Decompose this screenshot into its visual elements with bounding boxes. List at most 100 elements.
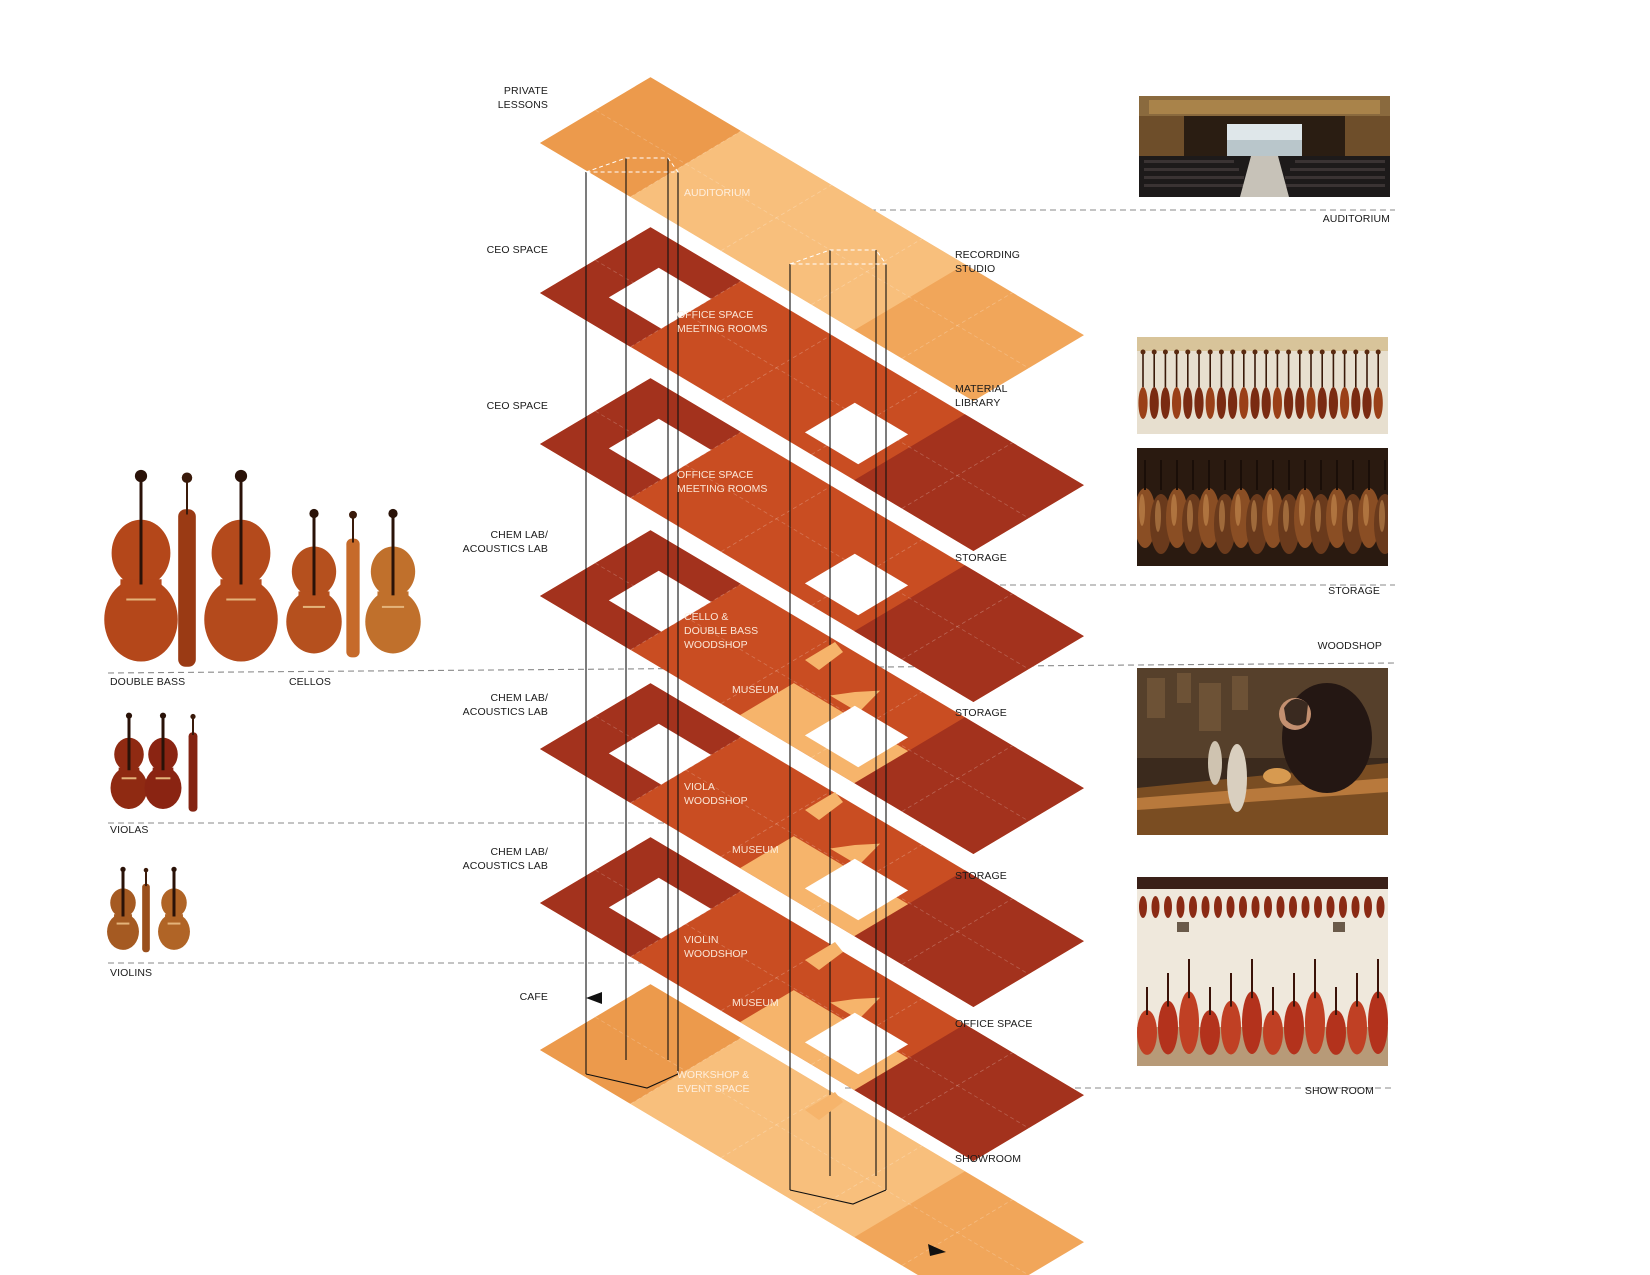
inner-museum-1: MUSEUM [732,684,779,696]
stored-highlight [1363,494,1369,526]
fingerboard [391,516,395,596]
floor-cello [1326,1010,1346,1055]
slab-grid [901,593,1013,660]
wall-violin [1351,896,1360,918]
hanging-violin [1373,387,1383,419]
slab-grid [720,790,832,858]
violin-back [158,866,190,950]
wall-violin [1326,896,1335,918]
hanging-scroll [1263,349,1269,355]
stairs [805,642,843,1120]
bridge [226,598,256,601]
wall-violin [1301,896,1310,918]
shaft-left [585,157,679,1089]
instruments [104,469,421,953]
shaft-top [789,249,887,265]
floor-cello-neck [1251,959,1253,999]
hanging-violin [1261,387,1271,419]
scroll [190,713,196,720]
stair-sliver [830,843,881,866]
hanging-scroll [1196,349,1202,355]
floor-cello [1347,1000,1367,1055]
scroll [234,469,248,483]
void-left [608,418,712,480]
hanging-violin [1272,387,1282,419]
stored-highlight [1171,494,1177,526]
stored-highlight [1187,500,1193,532]
waist [120,579,162,597]
floor-cello [1263,1010,1283,1055]
hanging-scroll [1297,349,1303,355]
label-recording-studio: RECORDING STUDIO [955,249,1021,275]
caption-auditorium: AUDITORIUM [1322,213,1390,225]
floor-cello [1305,991,1325,1055]
inner-cello-woodshop: CELLO & DOUBLE BASS WOODSHOP [684,611,759,651]
hanging-scroll [1286,349,1292,355]
stored-neck [1336,460,1338,490]
hanging-neck [1142,353,1144,387]
bridge [381,605,405,608]
hanging-scroll [1375,349,1381,355]
violin-front [107,866,139,950]
slab-right-band [854,1024,1084,1161]
fingerboard [127,717,131,771]
wall-violin [1364,896,1372,918]
hanging-scroll [1207,349,1213,355]
floor-cello-neck [1167,973,1169,1007]
stair-0 [805,642,843,670]
stored-neck [1240,460,1242,490]
hanging-scroll [1252,349,1258,355]
wall-violin [1289,896,1297,918]
showroom-entry-arrow [928,1244,946,1256]
body-side [188,732,198,812]
floor-cello-neck [1356,973,1358,1007]
hanging-scroll [1218,349,1224,355]
label-ceo-space-2: CEO SPACE [486,400,548,412]
lower-bout [286,590,342,654]
hanging-neck [1153,353,1155,387]
floor-cello-neck [1272,987,1274,1015]
lower-bout [104,577,178,662]
hanging-neck [1332,353,1335,387]
label-chem-lab-1: CHEM LAB/ ACOUSTICS LAB [462,529,548,555]
stored-highlight [1155,500,1161,532]
double-bass-front [104,469,178,662]
stored-neck [1160,460,1162,490]
neck [186,479,188,515]
wall-violin [1239,896,1247,918]
hanging-neck [1220,353,1223,387]
scroll [181,472,193,483]
stored-neck [1144,460,1146,490]
slab-grid [720,637,832,705]
stored-neck [1224,460,1226,490]
label-chem-lab-2: CHEM LAB/ ACOUSTICS LAB [462,692,548,718]
fingerboard [239,479,243,585]
void-left [608,267,712,329]
stored-neck [1304,460,1306,490]
inner-viola-woodshop: VIOLA WOODSHOP [684,781,748,807]
hanging-neck [1198,353,1200,387]
neck [352,516,354,543]
waist [377,591,409,605]
wall-violin [1201,896,1210,918]
floor-slabs [540,77,1084,1275]
scroll [171,866,177,873]
hanging-neck [1287,353,1290,387]
inner-auditorium: AUDITORIUM [684,187,751,199]
slab-grid [901,1199,1013,1266]
slab-grid [630,1037,742,1105]
floor-cello-neck [1209,987,1211,1015]
material-library-photo [1137,337,1388,434]
hanging-neck [1164,353,1167,387]
void-right [804,858,909,921]
label-chem-lab-3: CHEM LAB/ ACOUSTICS LAB [462,846,548,872]
caption-storage: STORAGE [1328,585,1380,597]
label-cafe: CAFE [519,991,548,1003]
wall-violin [1176,896,1185,918]
hanging-violin [1317,387,1327,419]
shaft-top [585,157,679,173]
hanging-violin [1250,387,1260,419]
hanging-violin [1183,387,1193,419]
